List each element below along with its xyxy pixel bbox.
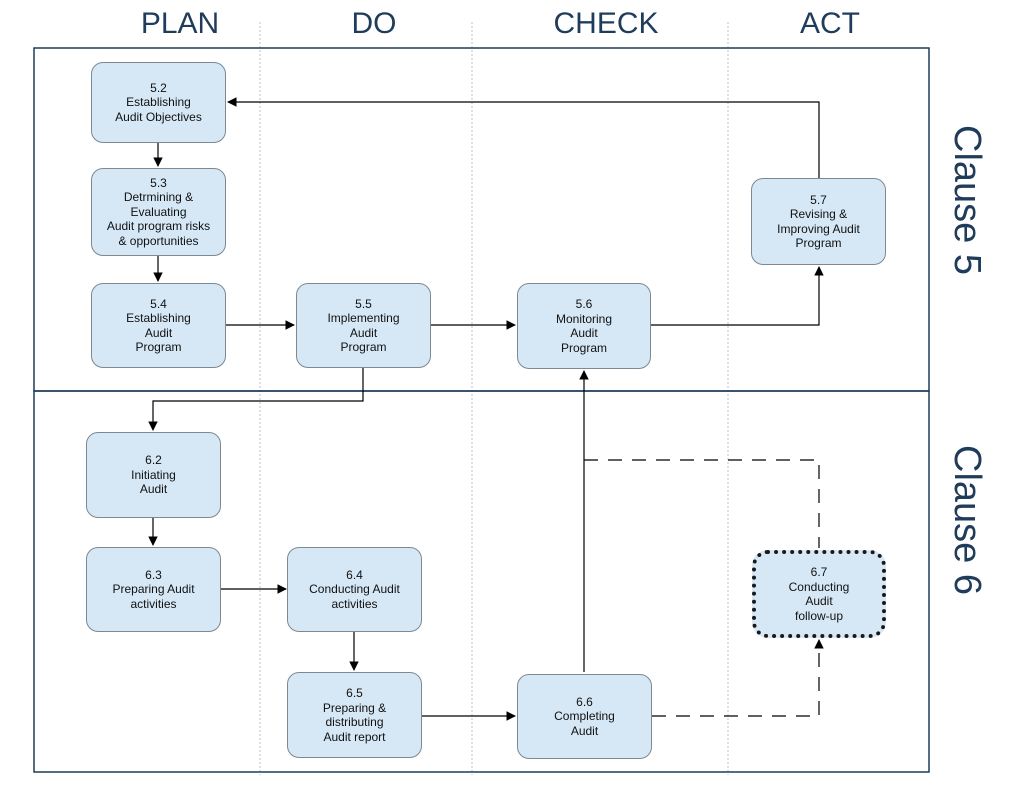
edge-dashed-loop-to-6-7 [584,459,820,548]
process-box-6-6: 6.6 Completing Audit [517,674,652,759]
process-label: Detrmining & Evaluating Audit program ri… [106,190,211,248]
process-box-5-4: 5.4 Establishing Audit Program [91,283,226,368]
process-box-5-5: 5.5 Implementing Audit Program [296,283,431,368]
process-box-5-3: 5.3 Detrmining & Evaluating Audit progra… [91,168,226,256]
column-heading-act: ACT [800,7,860,40]
clause-6-label: Clause 6 [946,445,988,595]
process-box-5-6: 5.6 Monitoring Audit Program [517,283,651,369]
column-heading-check: CHECK [553,7,659,40]
clause6-frame [33,390,930,773]
process-label: Establishing Audit Objectives [115,95,202,124]
process-box-6-7: 6.7 Conducting Audit follow-up [752,550,886,638]
column-heading-plan: PLAN [140,7,220,40]
process-number: 6.3 [145,567,162,582]
column-heading-do: DO [351,7,397,40]
process-label: Monitoring Audit Program [555,311,613,355]
edge-5-6-to-5-7 [651,266,824,326]
edge-5-5-to-6-2 [148,368,364,431]
process-number: 6.6 [576,694,593,709]
process-label: Preparing Audit activities [112,582,195,611]
process-box-5-7: 5.7 Revising & Improving Audit Program [751,178,886,265]
process-label: Conducting Audit follow-up [788,579,850,623]
process-label: Conducting Audit activities [309,582,400,611]
process-box-6-2: 6.2 Initiating Audit [86,432,221,518]
process-number: 5.4 [150,296,167,311]
process-box-5-2: 5.2 Establishing Audit Objectives [91,62,226,143]
process-number: 5.7 [810,192,827,207]
process-number: 5.5 [355,296,372,311]
process-number: 5.3 [150,175,167,190]
clause-5-label: Clause 5 [946,125,988,275]
process-number: 6.7 [810,565,828,579]
process-label: Revising & Improving Audit Program [777,207,860,250]
edge-5-7-to-5-2 [227,97,820,178]
process-label: Preparing & distributing Audit report [322,700,387,744]
process-number: 6.4 [346,567,363,582]
process-label: Implementing Audit Program [327,311,400,354]
process-label: Completing Audit [554,709,615,738]
edge-dashed-6-6-to-6-7 [652,639,824,717]
process-number: 6.5 [346,686,363,700]
process-box-6-4: 6.4 Conducting Audit activities [287,547,422,632]
process-label: Establishing Audit Program [126,311,191,354]
process-number: 5.2 [150,80,167,95]
process-box-6-3: 6.3 Preparing Audit activities [86,547,221,632]
process-number: 5.6 [575,297,593,311]
process-box-6-5: 6.5 Preparing & distributing Audit repor… [287,672,422,758]
process-number: 6.2 [145,453,162,468]
process-label: Initiating Audit [131,467,176,497]
